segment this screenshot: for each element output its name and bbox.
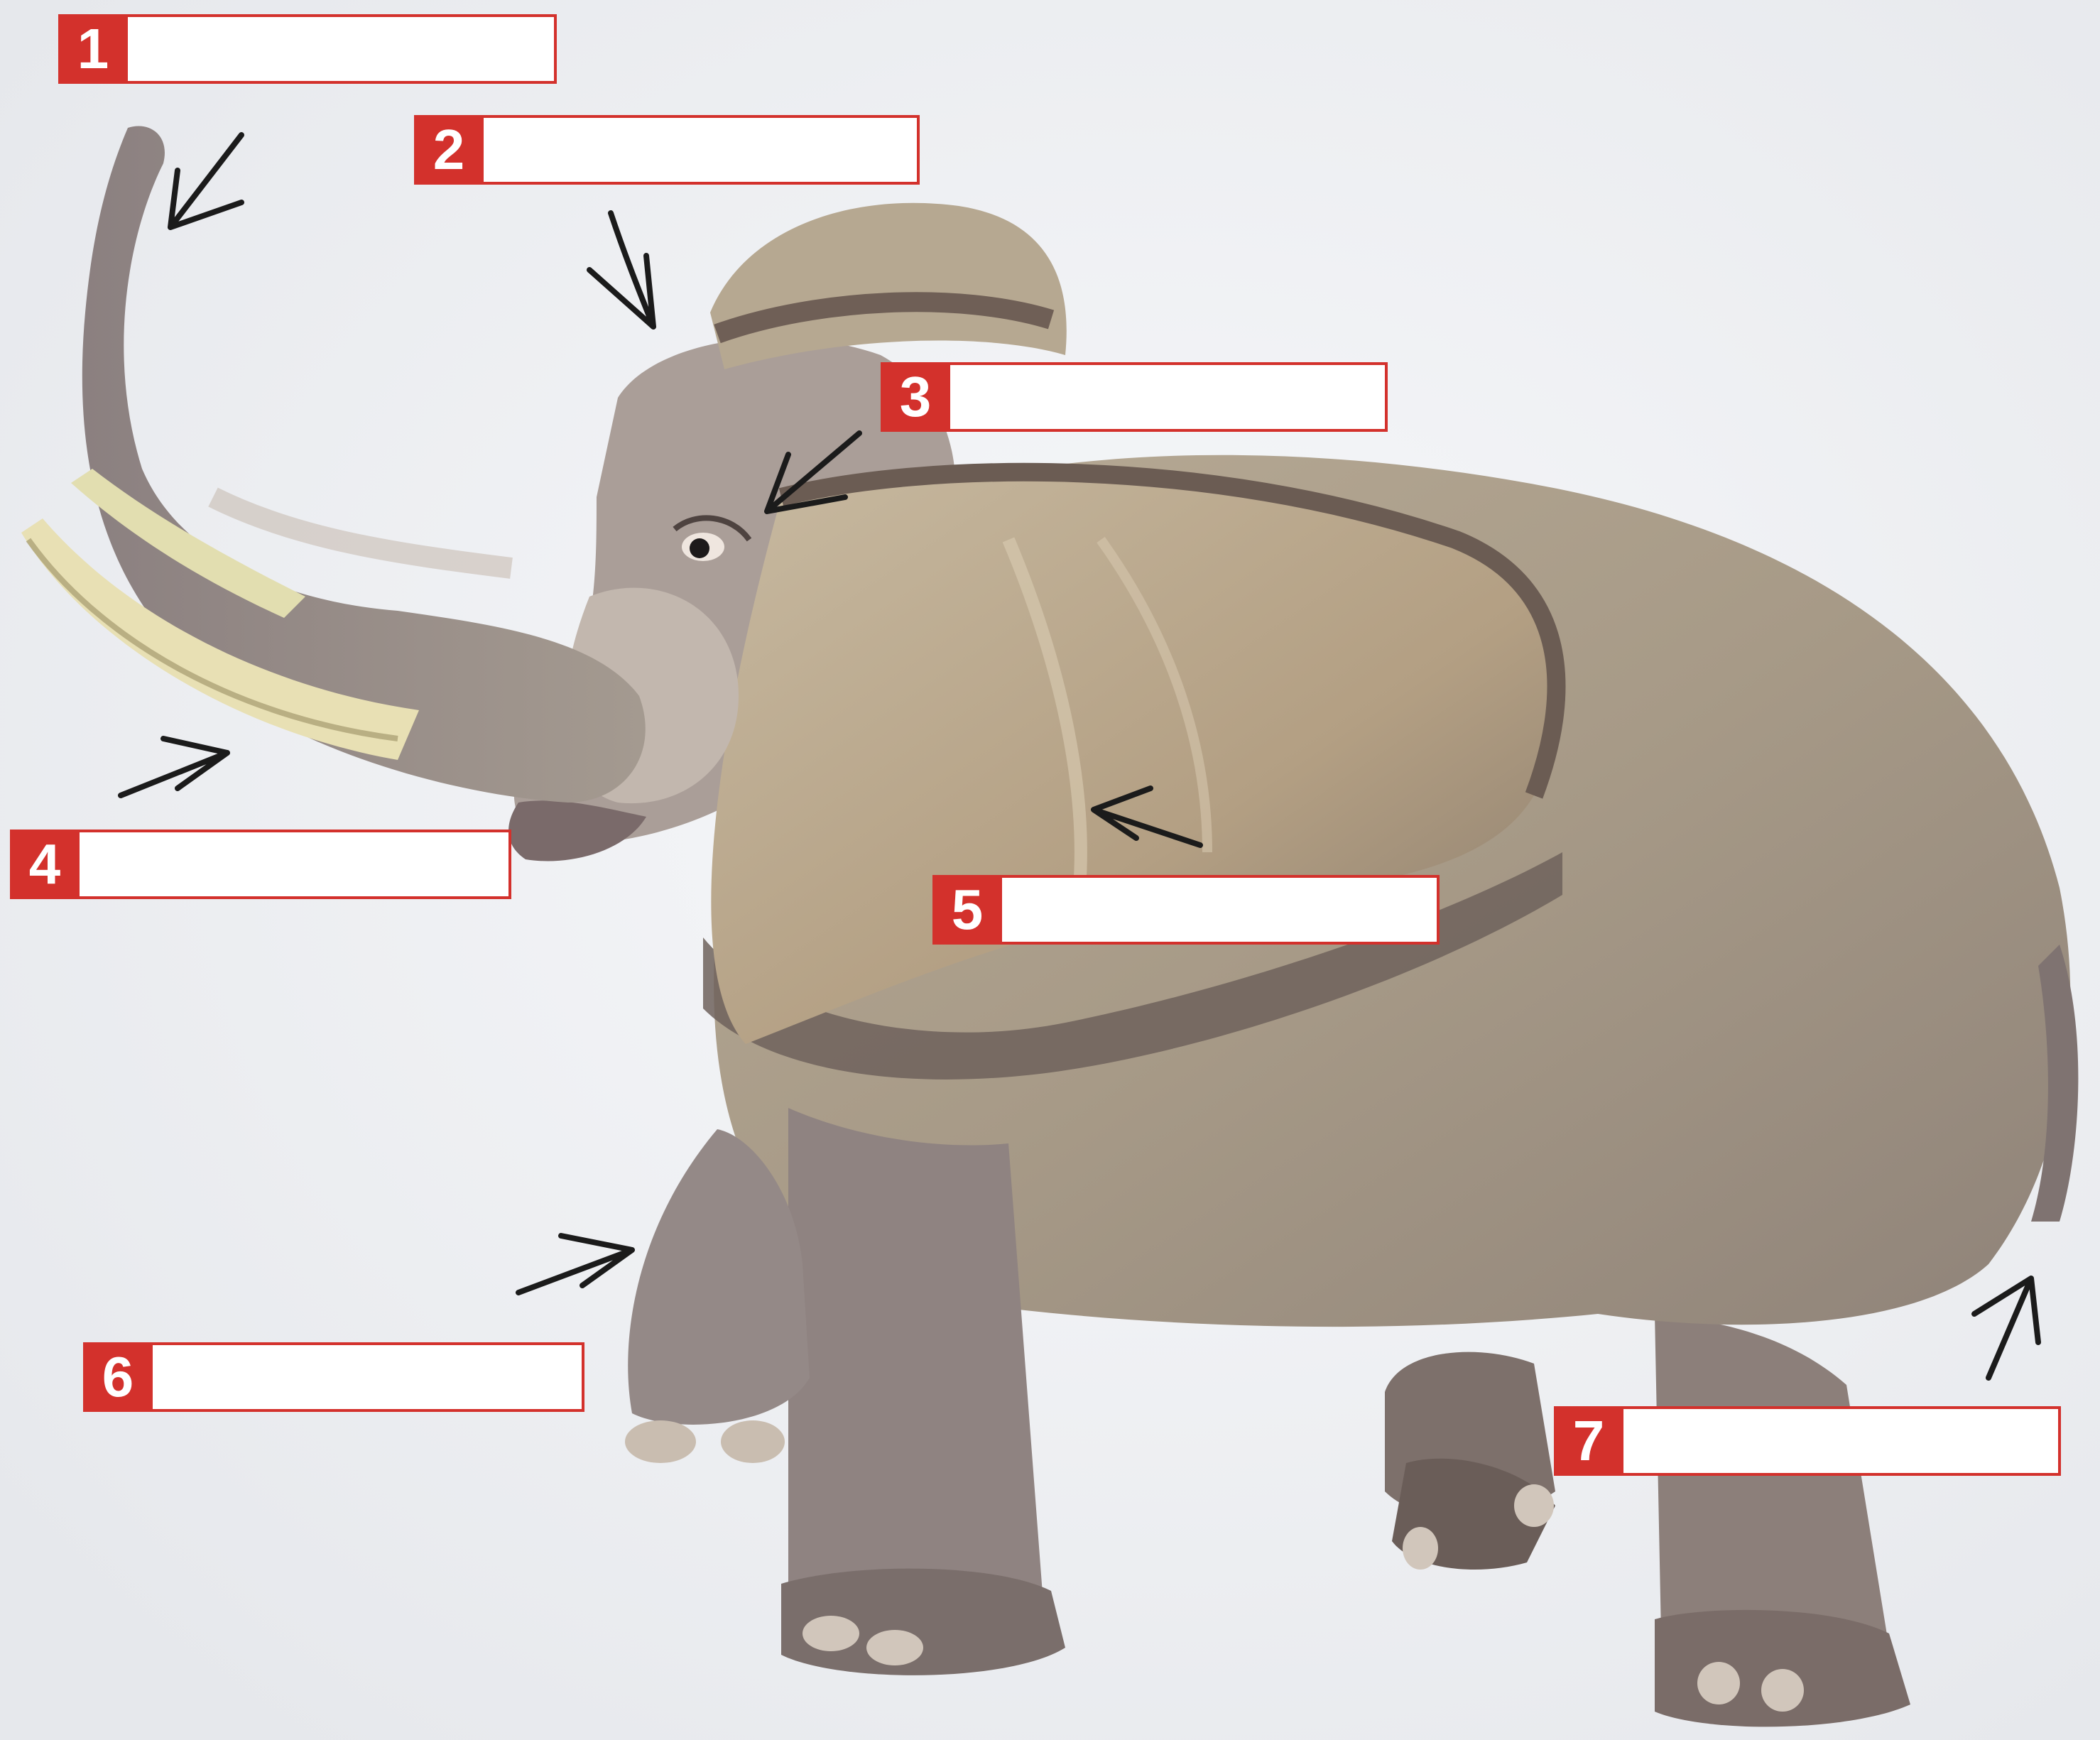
label-number-3: 3 bbox=[881, 362, 950, 432]
label-number-4: 4 bbox=[10, 830, 80, 899]
label-box-5[interactable]: 5 bbox=[932, 875, 1440, 945]
label-number-1: 1 bbox=[58, 14, 128, 84]
label-number-5: 5 bbox=[932, 875, 1002, 945]
label-number-6: 6 bbox=[83, 1342, 153, 1412]
label-answer-5[interactable] bbox=[1013, 878, 1430, 942]
label-number-7: 7 bbox=[1554, 1406, 1623, 1476]
label-answer-3[interactable] bbox=[962, 365, 1378, 429]
label-box-4[interactable]: 4 bbox=[10, 830, 511, 899]
label-box-1[interactable]: 1 bbox=[58, 14, 557, 84]
label-answer-7[interactable] bbox=[1635, 1409, 2051, 1473]
label-answer-1[interactable] bbox=[139, 17, 547, 81]
label-box-7[interactable]: 7 bbox=[1554, 1406, 2061, 1476]
label-number-2: 2 bbox=[414, 115, 484, 185]
label-box-6[interactable]: 6 bbox=[83, 1342, 584, 1412]
label-box-2[interactable]: 2 bbox=[414, 115, 920, 185]
label-box-3[interactable]: 3 bbox=[881, 362, 1388, 432]
label-answer-6[interactable] bbox=[164, 1345, 575, 1409]
label-answer-4[interactable] bbox=[91, 832, 501, 896]
label-answer-2[interactable] bbox=[495, 118, 910, 182]
